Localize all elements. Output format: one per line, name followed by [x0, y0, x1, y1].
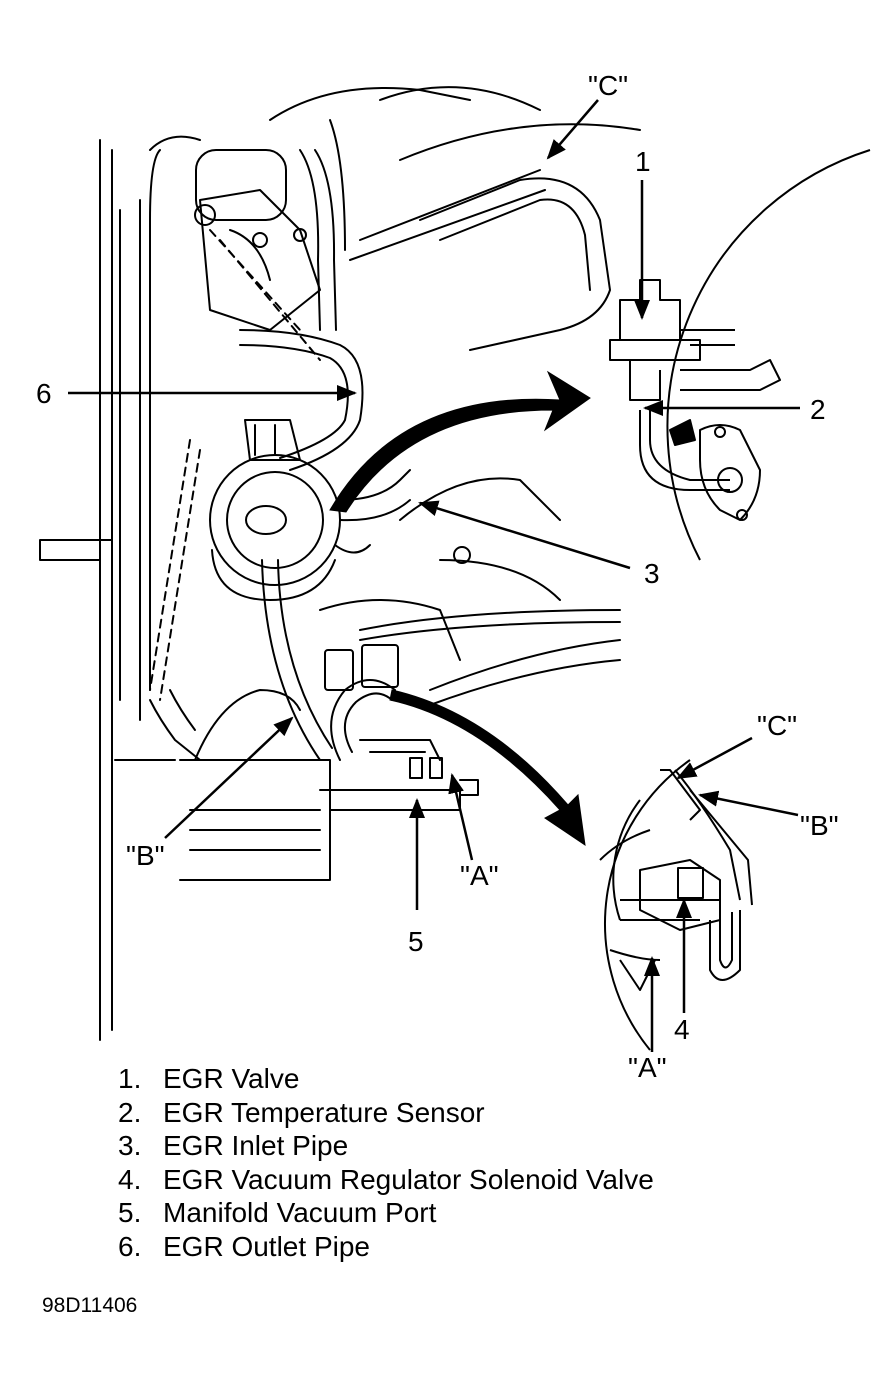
leader-3	[418, 500, 631, 570]
legend-label: EGR Valve	[163, 1063, 300, 1094]
callout-b-inset: "B"	[800, 810, 839, 841]
upper-inset	[609, 149, 871, 561]
lower-inset-circle	[604, 759, 691, 1051]
callout-a-center: "A"	[460, 860, 499, 891]
legend-number: 1.	[118, 1063, 142, 1094]
legend-number: 5.	[118, 1197, 142, 1228]
legend-label: EGR Inlet Pipe	[163, 1130, 349, 1161]
legend-label: Manifold Vacuum Port	[163, 1197, 437, 1228]
leader-lines	[68, 99, 800, 1052]
legend-item: 5. Manifold Vacuum Port	[118, 1196, 654, 1230]
callout-4: 4	[674, 1014, 690, 1045]
legend-label: EGR Outlet Pipe	[163, 1230, 370, 1262]
legend-label: EGR Temperature Sensor	[163, 1096, 485, 1128]
legend-item: 6. EGR Outlet Pipe	[118, 1230, 654, 1264]
leader-c-top	[546, 99, 599, 160]
legend-item: 3. EGR Inlet Pipe	[118, 1129, 654, 1163]
legend-item: 2. EGR Temperature Sensor	[118, 1096, 654, 1130]
component-legend: 1. EGR Valve 2. EGR Temperature Sensor 3. E…	[118, 1062, 654, 1263]
legend-number: 6.	[118, 1230, 142, 1262]
callout-c-inset: "C"	[757, 710, 798, 741]
legend-item: 1. EGR Valve	[118, 1062, 654, 1096]
curved-arrows	[329, 370, 591, 847]
callout-1: 1	[635, 146, 651, 177]
legend-label: EGR Vacuum Regulator Solenoid Valve	[163, 1163, 654, 1195]
leader-b-inset	[698, 790, 799, 817]
callout-c-top: "C"	[588, 70, 629, 101]
legend-number: 4.	[118, 1163, 142, 1195]
callout-6: 6	[36, 378, 52, 409]
callout-b-left: "B"	[126, 840, 165, 871]
callout-2: 2	[810, 394, 826, 425]
inset-arrow-upper	[329, 370, 591, 513]
upper-inset-circle	[666, 149, 871, 561]
legend-number: 3.	[118, 1130, 142, 1161]
callout-5: 5	[408, 926, 424, 957]
callout-a-inset: "A"	[628, 1052, 667, 1083]
leader-c-inset	[676, 736, 753, 780]
engine-bay-drawing	[39, 86, 641, 1041]
inset-arrow-lower	[389, 689, 586, 847]
legend-number: 2.	[118, 1096, 142, 1128]
leader-b-left	[164, 716, 294, 839]
leader-a-center	[448, 773, 474, 861]
figure-code: 98D11406	[42, 1294, 138, 1317]
legend-item: 4. EGR Vacuum Regulator Solenoid Valve	[118, 1163, 654, 1197]
callout-3: 3	[644, 558, 660, 589]
lower-inset	[599, 759, 753, 1051]
